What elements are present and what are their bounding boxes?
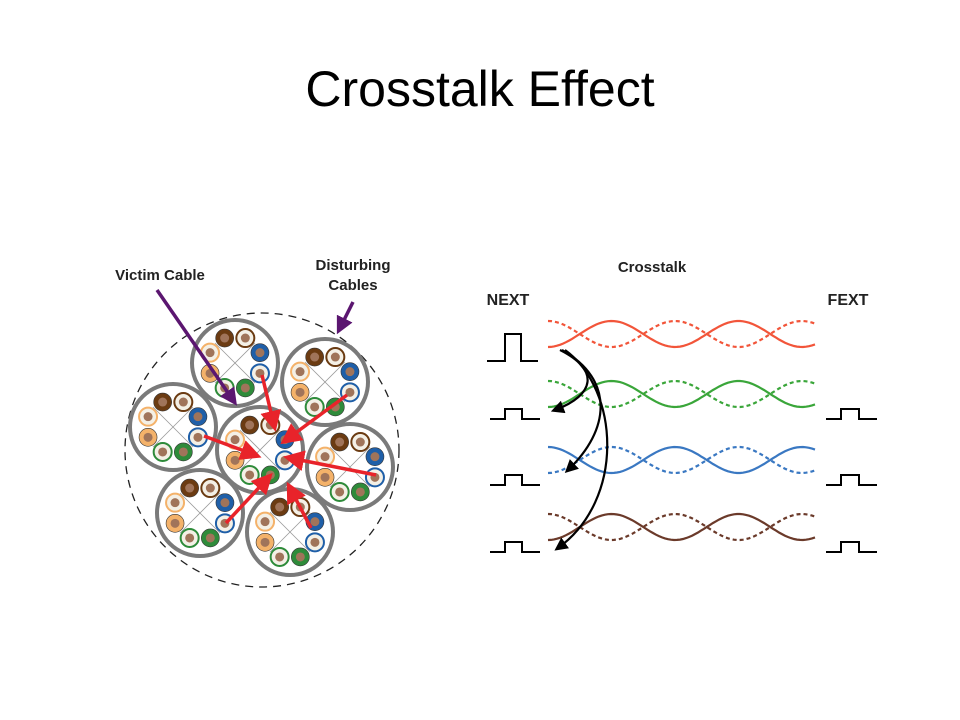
twisted-pair-1 (487, 319, 816, 362)
crosstalk-diagram-title: Crosstalk (617, 259, 687, 276)
disturbing-cable (245, 487, 335, 577)
solid-wire (547, 512, 816, 542)
wire-conductor (185, 483, 195, 493)
disturbing-cables-label-1: Disturbing (315, 257, 391, 274)
wire-conductor (335, 487, 345, 497)
coupling-arrow (286, 481, 313, 529)
separator (152, 406, 194, 448)
wire-conductor (193, 412, 203, 422)
wire-conductor (260, 537, 270, 547)
wire-conductor (170, 498, 180, 508)
separator (269, 511, 311, 553)
wire-conductor (240, 333, 250, 343)
disturbing-pointer-arrow (336, 301, 355, 335)
disturbing-cable (190, 318, 280, 408)
coupling-arrow (224, 472, 273, 525)
next-pulse-icon (490, 541, 540, 553)
dashed-wire (547, 512, 816, 542)
wire-conductor (170, 518, 180, 528)
next-label: NEXT (486, 292, 530, 309)
dashed-wire (547, 379, 816, 409)
disturbing-cable (155, 468, 245, 558)
dashed-wire (547, 319, 816, 349)
separator (179, 492, 221, 534)
fext-pulse-icon (826, 408, 877, 420)
solid-wire (547, 319, 816, 349)
wire-conductor (260, 517, 270, 527)
wire-conductor (185, 533, 195, 543)
victim-pointer-arrow (155, 289, 237, 406)
wire-conductor (275, 502, 285, 512)
disturbing-cable (305, 422, 395, 512)
twisted-pair-2 (490, 379, 877, 420)
separator (304, 361, 346, 403)
separator (329, 446, 371, 488)
wire-conductor (143, 412, 153, 422)
coupling-arrow (280, 393, 349, 445)
coupling-arrow (203, 434, 262, 460)
wire-conductor (310, 402, 320, 412)
wire-conductor (240, 383, 250, 393)
fext-pulse-icon (826, 541, 877, 553)
wire-conductor (310, 352, 320, 362)
wire-conductor (220, 333, 230, 343)
fext-pulse-icon (826, 474, 877, 486)
next-pulse-icon (490, 408, 540, 420)
wire-conductor (205, 533, 215, 543)
wire-conductor (178, 397, 188, 407)
slide-title: Crosstalk Effect (305, 61, 655, 117)
next-coupling-arrow (554, 349, 609, 551)
wire-conductor (230, 435, 240, 445)
separator (214, 342, 256, 384)
wire-conductor (245, 420, 255, 430)
wire-conductor (158, 397, 168, 407)
wire-conductor (320, 452, 330, 462)
bundle-outline (124, 312, 400, 588)
disturbing-cables-label-2: Cables (328, 277, 378, 294)
wire-conductor (310, 517, 320, 527)
twisted-pair-4 (490, 512, 877, 553)
wire-conductor (355, 487, 365, 497)
victim-cable-label: Victim Cable (115, 267, 205, 284)
wire-conductor (370, 452, 380, 462)
wire-conductor (310, 537, 320, 547)
wire-conductor (205, 348, 215, 358)
wire-conductor (178, 447, 188, 457)
wire-conductor (355, 437, 365, 447)
source-pulse-icon (487, 333, 538, 362)
wire-conductor (143, 432, 153, 442)
wire-conductor (295, 552, 305, 562)
wire-conductor (345, 387, 355, 397)
coupling-arrow (260, 374, 281, 432)
wire-conductor (245, 470, 255, 480)
fext-label: FEXT (827, 292, 869, 309)
coupling-arrow (283, 450, 377, 477)
wire-conductor (158, 447, 168, 457)
wire-conductor (275, 552, 285, 562)
next-pulse-icon (490, 474, 540, 486)
solid-wire (547, 379, 816, 409)
dashed-wire (547, 445, 816, 475)
solid-wire (547, 445, 816, 475)
wire-conductor (335, 437, 345, 447)
disturbing-cable (280, 337, 370, 427)
wire-conductor (295, 367, 305, 377)
next-coupling-arrow (550, 349, 589, 414)
wire-conductor (205, 483, 215, 493)
wire-conductor (320, 472, 330, 482)
disturbing-cable (128, 382, 218, 472)
twisted-pair-3 (490, 445, 877, 486)
wire-conductor (220, 498, 230, 508)
wire-conductor (230, 455, 240, 465)
wire-conductor (295, 387, 305, 397)
wire-conductor (193, 432, 203, 442)
wire-conductor (345, 367, 355, 377)
wire-conductor (330, 352, 340, 362)
wire-conductor (280, 455, 290, 465)
wire-conductor (255, 348, 265, 358)
